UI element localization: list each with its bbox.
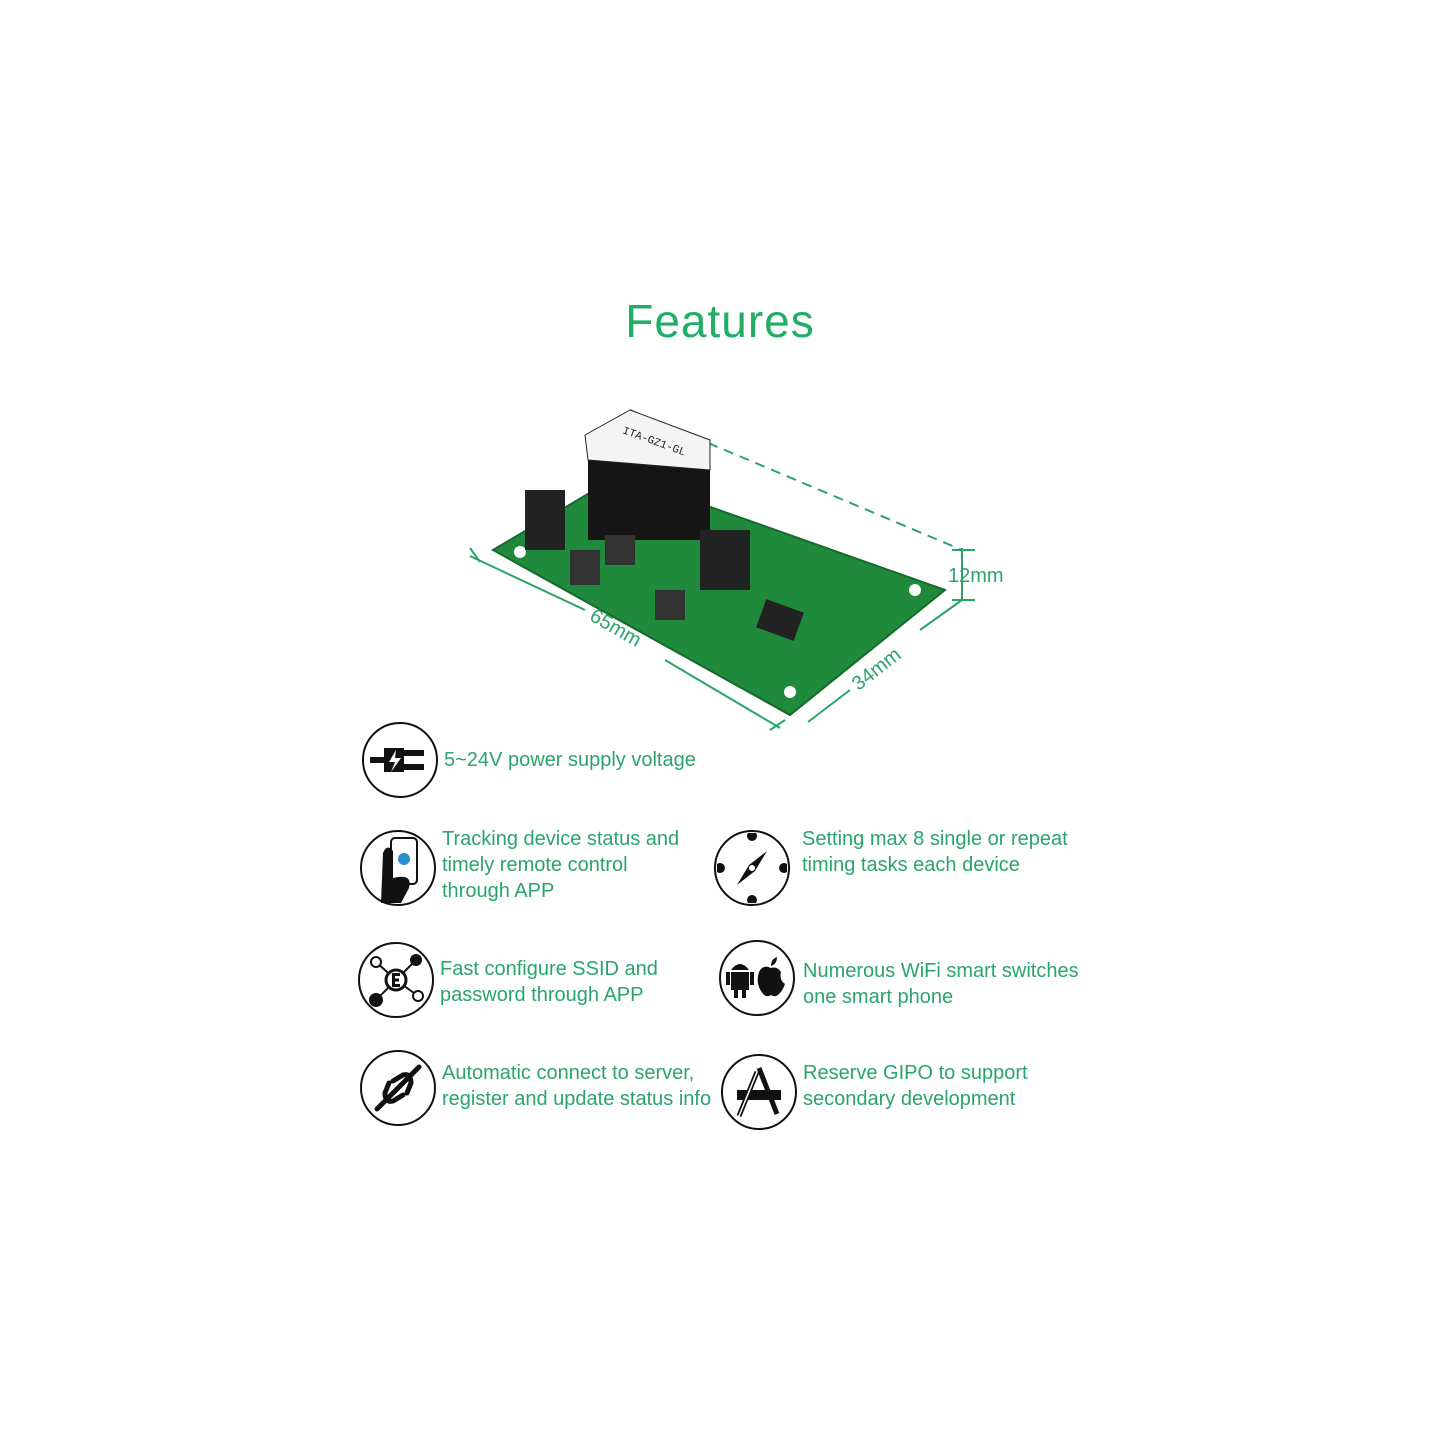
feature-text: Setting max 8 single or repeat timing ta…: [802, 828, 1068, 876]
feature-text: Tracking device status and timely remote…: [442, 828, 680, 902]
feature-text: Automatic connect to server, register an…: [442, 1062, 712, 1110]
feature-timing: Setting max 8 single or repeat timing ta…: [714, 828, 1068, 906]
hand-phone-icon: [360, 830, 436, 906]
network-config-icon: [358, 942, 434, 1018]
product-image-pcb: ITA-GZ1-GL 65mm 34mm 12mm: [469, 409, 1004, 731]
feature-ssid: Fast configure SSID and password through…: [358, 942, 658, 1018]
feature-smartphone: Numerous WiFi smart switches one smart p…: [719, 940, 1079, 1016]
link-icon: [360, 1050, 436, 1126]
page-title: Features: [625, 295, 815, 347]
feature-text: 5~24V power supply voltage: [444, 749, 696, 771]
feature-text: Reserve GIPO to support secondary develo…: [803, 1062, 1028, 1110]
feature-gpio: Reserve GIPO to support secondary develo…: [721, 1054, 1028, 1130]
app-store-icon: [721, 1054, 797, 1130]
feature-text: Fast configure SSID and password through…: [440, 958, 658, 1006]
android-apple-icon: [719, 940, 795, 1016]
relay-sticker: [584, 409, 711, 471]
feature-server: Automatic connect to server, register an…: [360, 1050, 711, 1126]
feature-tracking: Tracking device status and timely remote…: [360, 828, 679, 906]
dimension-height: 12mm: [948, 565, 1004, 587]
feature-power: 5~24V power supply voltage: [362, 722, 696, 798]
compass-timer-icon: [714, 830, 790, 906]
feature-text: Numerous WiFi smart switches one smart p…: [803, 960, 1079, 1008]
power-plug-icon: [362, 722, 438, 798]
